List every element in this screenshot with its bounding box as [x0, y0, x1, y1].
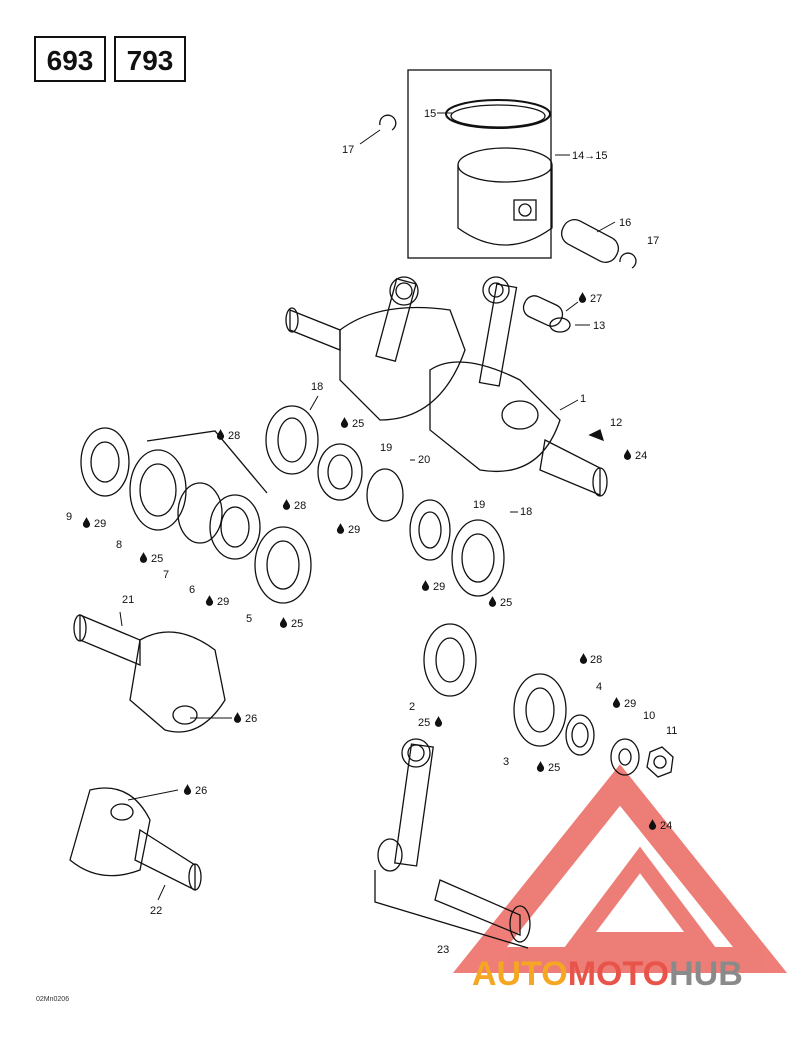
callout-25-f: 25: [548, 762, 560, 774]
callout-29-c: 29: [348, 524, 360, 536]
callout-3: 3: [503, 756, 509, 768]
bearings-and-seals: [80, 405, 505, 604]
callout-28-b: 28: [294, 500, 306, 512]
drop-icon: [282, 499, 291, 510]
callout-29-e: 29: [624, 698, 636, 710]
drop-icon: [183, 784, 192, 795]
callout-28-a: 28: [228, 430, 240, 442]
crank-halves: [69, 614, 226, 892]
callout-16: 16: [619, 217, 631, 229]
drop-icon: [205, 595, 214, 606]
callout-24-top: 24: [635, 450, 647, 462]
watermark-part-hub: HUB: [669, 955, 743, 993]
callout-13: 13: [593, 320, 605, 332]
drop-icon: [488, 596, 497, 607]
watermark-logo: [452, 764, 788, 973]
drop-icon: [139, 552, 148, 563]
callout-8: 8: [116, 539, 122, 551]
drop-icon: [336, 523, 345, 534]
callout-29-b: 29: [217, 596, 229, 608]
callout-29-a: 29: [94, 518, 106, 530]
callout-12: 12: [610, 417, 622, 429]
callout-2: 2: [409, 701, 415, 713]
callout-18-right: 18: [520, 506, 532, 518]
leader-lines: [119, 112, 616, 901]
callout-15: 15: [424, 108, 436, 120]
drop-icon: [612, 697, 621, 708]
callout-4: 4: [596, 681, 602, 693]
callout-10: 10: [643, 710, 655, 722]
lower-right-parts: [374, 623, 674, 949]
callout-5: 5: [246, 613, 252, 625]
callout-7: 7: [163, 569, 169, 581]
callout-1: 1: [580, 393, 586, 405]
drop-icon: [579, 653, 588, 664]
circlips-and-pin: [379, 114, 637, 269]
drop-icon: [233, 712, 242, 723]
callout-23: 23: [437, 944, 449, 956]
drop-icon: [421, 580, 430, 591]
callout-26-b: 26: [195, 785, 207, 797]
callout-21: 21: [122, 594, 134, 606]
watermark-part-auto: AUTO: [472, 955, 568, 993]
drop-icon: [623, 449, 632, 460]
model-693-label: 693: [34, 36, 106, 82]
callout-22: 22: [150, 905, 162, 917]
callout-6: 6: [189, 584, 195, 596]
callout-24-bottom: 24: [660, 820, 672, 832]
callout-11: 11: [666, 725, 677, 737]
callout-20: 20: [418, 454, 430, 466]
callout-17-top: 17: [342, 144, 354, 156]
callout-28-c: 28: [590, 654, 602, 666]
callout-18-top: 18: [311, 381, 323, 393]
drop-icon: [216, 429, 225, 440]
drop-icon: [340, 417, 349, 428]
drop-icon: [578, 292, 587, 303]
watermark-text: AUTOMOTOHUB: [472, 955, 743, 993]
model-793-label: 793: [114, 36, 186, 82]
crankshaft-assembly: [285, 276, 608, 497]
drop-icon: [82, 517, 91, 528]
watermark-part-moto: MOTO: [568, 955, 669, 993]
callout-17-right: 17: [647, 235, 659, 247]
callout-14-15: 14→15: [572, 150, 607, 162]
drop-icon: [434, 716, 443, 727]
callout-19-bottom: 19: [473, 499, 485, 511]
callout-19-top: 19: [380, 442, 392, 454]
callout-25-b: 25: [291, 618, 303, 630]
drawing-code: 02Mn0206: [36, 996, 70, 1003]
drop-icon: [536, 761, 545, 772]
callout-29-d: 29: [433, 581, 445, 593]
callout-25-e: 25: [418, 717, 430, 729]
drop-icon: [279, 617, 288, 628]
piston-kit-group: [407, 69, 553, 259]
callout-26-a: 26: [245, 713, 257, 725]
callout-9: 9: [66, 511, 72, 523]
callout-labels: 1 2 3 4 5 6 7 8 9 10 11 12 13 14→15 15 1…: [66, 108, 677, 956]
callout-27: 27: [590, 293, 602, 305]
callout-25-c: 25: [352, 418, 364, 430]
callout-25-a: 25: [151, 553, 163, 565]
callout-25-d: 25: [500, 597, 512, 609]
